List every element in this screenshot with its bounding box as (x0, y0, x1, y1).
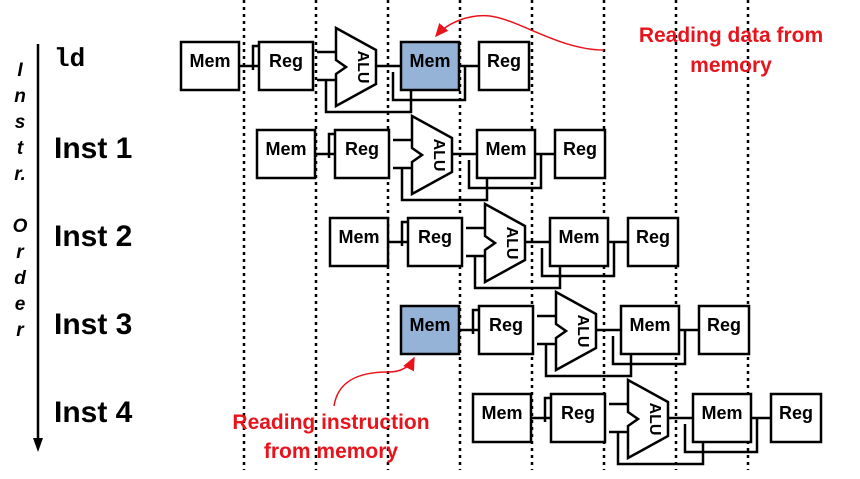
data-read-annotation: Reading data from (639, 24, 823, 47)
wire (471, 308, 479, 334)
pipeline-row: Inst 3 Mem Reg Mem Reg ALU (54, 289, 751, 378)
alu-shape (626, 377, 670, 461)
order-axis-letter: t (17, 138, 24, 159)
stage-label: Reg (489, 315, 523, 335)
order-axis-letter: e (15, 294, 26, 315)
stage-label: Mem (338, 227, 379, 247)
register-stage-box (406, 216, 464, 268)
register-stage-box (697, 304, 751, 356)
wire (251, 44, 259, 70)
memory-stage-box (475, 128, 537, 180)
wire (540, 242, 616, 278)
register-stage-box (553, 128, 607, 180)
stage-label: Reg (418, 227, 452, 247)
alu-shape (483, 201, 527, 285)
stage-label: Mem (485, 139, 526, 159)
wire (391, 66, 467, 102)
memory-stage-box (399, 304, 461, 356)
memory-stage-box (399, 40, 461, 92)
instruction-label: Inst 2 (54, 220, 132, 253)
register-stage-box (257, 40, 315, 92)
stage-label: Mem (481, 403, 522, 423)
order-axis-letter: r (16, 320, 25, 341)
data-read-arrow (435, 14, 605, 51)
alu-label: ALU (503, 227, 520, 260)
stage-label: Reg (561, 403, 595, 423)
stage-label: Mem (629, 315, 670, 335)
instruction-label: Inst 3 (54, 308, 132, 341)
wire (327, 132, 335, 158)
instruction-label: ld (54, 44, 85, 74)
alu-label: ALU (574, 315, 591, 348)
stage-label: Mem (409, 51, 450, 71)
stage-label: Mem (558, 227, 599, 247)
stage-label: Mem (189, 51, 230, 71)
data-read-annotation: memory (690, 54, 772, 77)
memory-stage-box (328, 216, 390, 268)
stage-label: Reg (269, 51, 303, 71)
memory-stage-box (255, 128, 317, 180)
alu-label: ALU (354, 51, 371, 84)
order-axis-letter: n (14, 86, 26, 107)
wire (467, 154, 543, 190)
pipeline-row: ld Mem Reg Mem Reg ALU (54, 25, 531, 114)
order-axis-letter: r. (14, 164, 26, 185)
alu-label: ALU (430, 139, 447, 172)
register-stage-box (549, 392, 607, 444)
register-stage-box (626, 216, 680, 268)
memory-stage-box (619, 304, 681, 356)
register-stage-box (333, 128, 391, 180)
memory-stage-box (471, 392, 533, 444)
order-axis-letter: I (17, 60, 23, 81)
stage-label: Reg (779, 403, 813, 423)
memory-stage-box (691, 392, 753, 444)
alu-shape (410, 113, 454, 197)
alu-shape (334, 25, 378, 109)
register-stage-box (769, 392, 823, 444)
instruction-label: Inst 4 (54, 396, 133, 429)
pipeline-row: Inst 1 Mem Reg Mem Reg ALU (54, 113, 607, 202)
pipeline-row: Inst 2 Mem Reg Mem Reg ALU (54, 201, 680, 290)
order-axis-letter: O (13, 216, 28, 237)
wire (543, 396, 551, 422)
pipeline-row: Inst 4 Mem Reg Mem Reg ALU (54, 377, 823, 466)
alu-label: ALU (646, 403, 663, 436)
instr-read-annotation: from memory (264, 440, 399, 463)
wire (683, 418, 759, 454)
stage-label: Reg (487, 51, 521, 71)
stage-label: Mem (265, 139, 306, 159)
register-stage-box (477, 304, 535, 356)
memory-stage-box (548, 216, 610, 268)
wire (611, 330, 687, 366)
order-axis-letter: d (14, 268, 26, 289)
memory-stage-box (179, 40, 241, 92)
stage-label: Reg (707, 315, 741, 335)
stage-label: Mem (701, 403, 742, 423)
instruction-label: Inst 1 (54, 132, 132, 165)
order-axis-letter: s (15, 112, 26, 133)
stage-label: Reg (345, 139, 379, 159)
instr-read-arrow (333, 356, 415, 407)
register-stage-box (477, 40, 531, 92)
order-axis-arrowhead (33, 438, 43, 452)
wire (400, 220, 408, 246)
stage-label: Mem (409, 315, 450, 335)
order-axis-letter: r (16, 242, 25, 263)
stage-label: Reg (636, 227, 670, 247)
alu-shape (554, 289, 598, 373)
stage-label: Reg (563, 139, 597, 159)
instr-read-annotation: Reading instruction (232, 411, 429, 434)
